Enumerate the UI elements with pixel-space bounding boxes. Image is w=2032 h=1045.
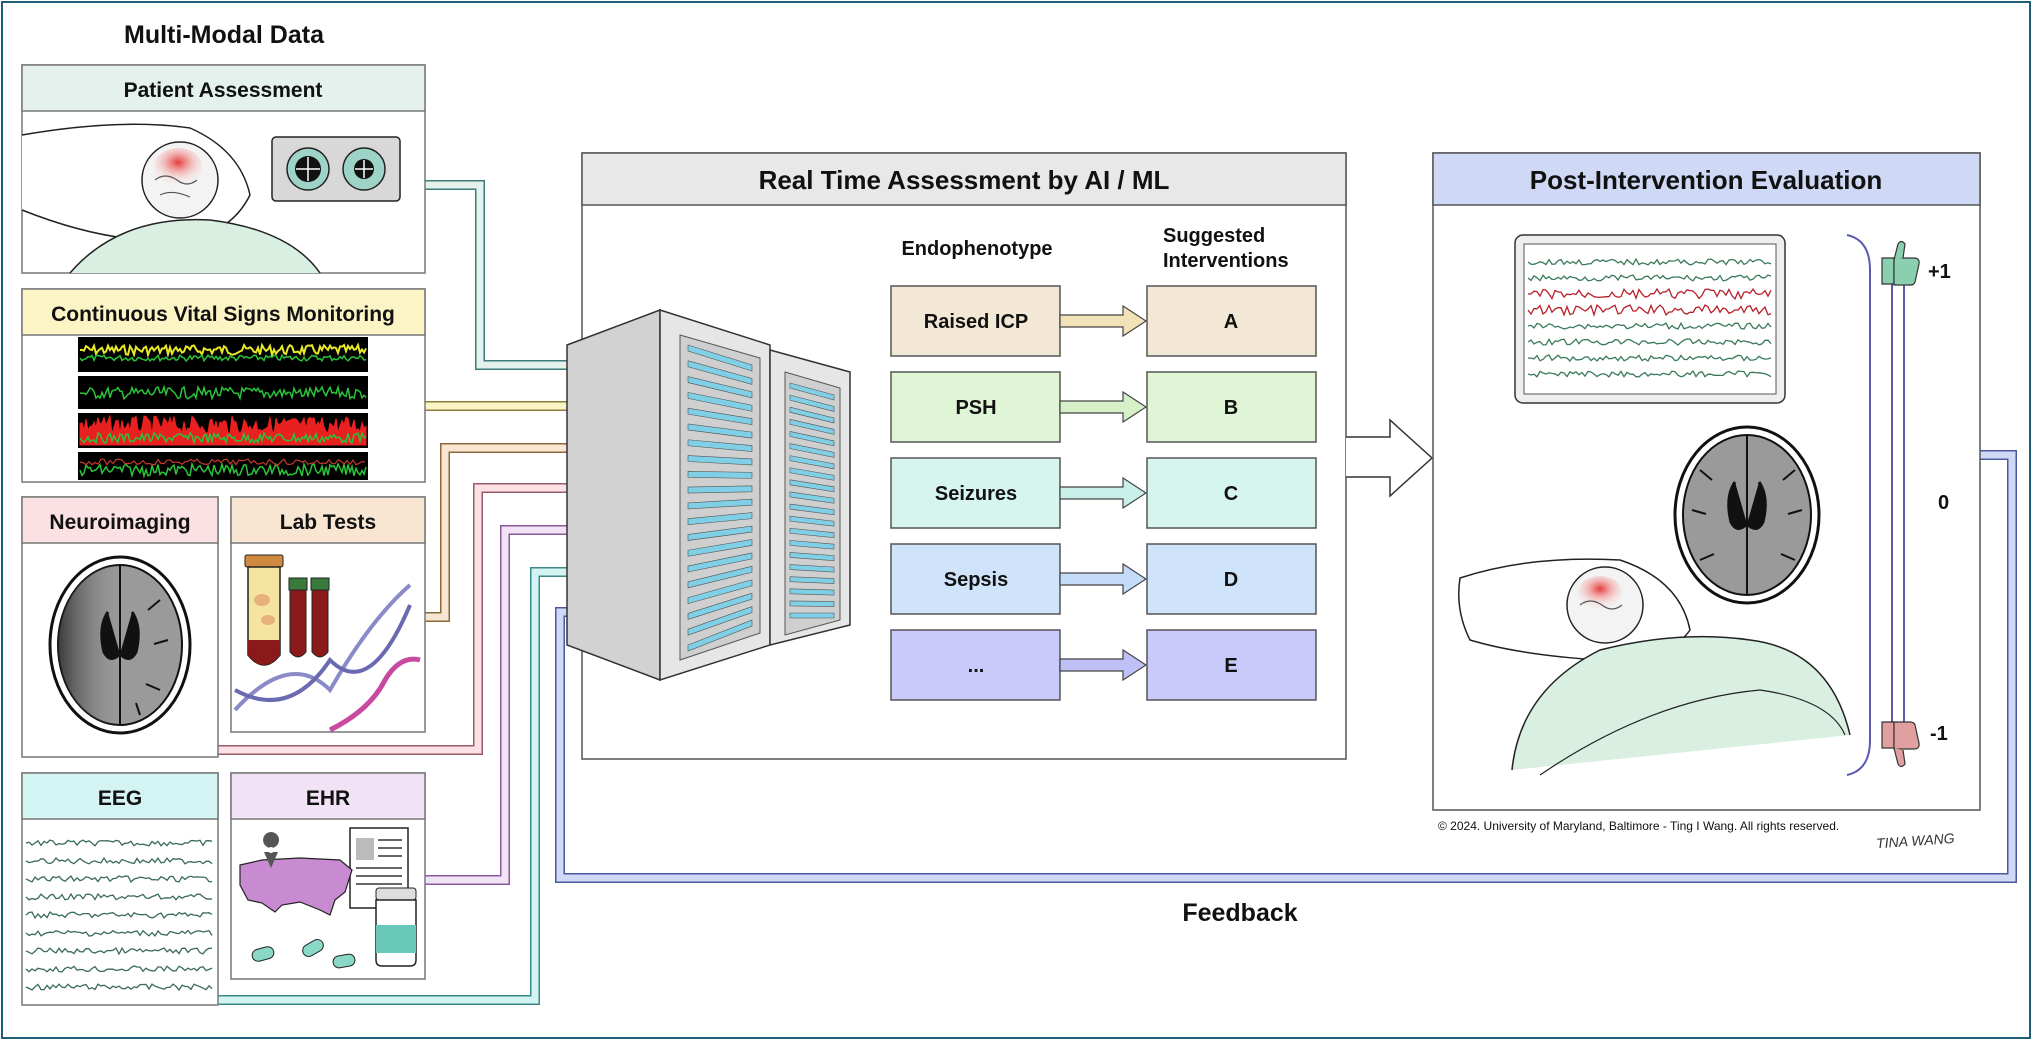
eeg-panel: EEG: [21, 772, 219, 1006]
endophenotype-row: ... E: [890, 629, 1317, 701]
row-arrow: [1059, 390, 1148, 424]
endophenotype-row: Raised ICP A: [890, 285, 1317, 357]
intervention-box: [1146, 629, 1317, 701]
endophenotype-row: PSH B: [890, 371, 1317, 443]
endophenotype-label: Raised ICP: [924, 311, 1028, 333]
intervention-label: B: [1224, 397, 1238, 419]
interventions-header-line2: Interventions: [1163, 250, 1289, 272]
feedback-label: Feedback: [1182, 899, 1297, 927]
brain-scan-icon: [48, 555, 192, 735]
copyright-text: © 2024. University of Maryland, Baltimor…: [1438, 819, 1839, 833]
thumbs-up-icon: [1881, 240, 1920, 286]
intervention-box: [1146, 543, 1317, 615]
eeg-monitor-icon: [1514, 234, 1786, 404]
patient-assessment-panel: Patient Assessment: [21, 64, 426, 274]
lab-tests-panel: Lab Tests: [230, 496, 426, 733]
scale-mid-label: 0: [1938, 492, 1949, 514]
interventions-header-line1: Suggested: [1163, 225, 1265, 247]
thumbs-down-icon: [1881, 721, 1920, 768]
endophenotype-row: Sepsis D: [890, 543, 1317, 615]
output-arrow: [1346, 418, 1434, 498]
test-tubes-icon: [244, 554, 330, 666]
ehr-panel: EHR: [230, 772, 426, 980]
endophenotype-header: Endophenotype: [901, 238, 1052, 260]
endophenotype-label: ...: [968, 655, 985, 677]
row-arrow: [1059, 562, 1148, 596]
endophenotype-box: [890, 543, 1061, 615]
rating-scale: +1 0 -1: [1846, 234, 1951, 776]
post-evaluation-panel: Post-Intervention Evaluation: [1432, 152, 1981, 811]
intervention-box: [1146, 457, 1317, 529]
neuroimaging-label: Neuroimaging: [49, 511, 190, 534]
endophenotype-rows: Raised ICP A PSH B Seizures C Sepsis D... E: [890, 285, 1317, 701]
vital-signs-label: Continuous Vital Signs Monitoring: [51, 303, 395, 326]
intervention-box: [1146, 371, 1317, 443]
ehr-label: EHR: [306, 787, 350, 810]
patient-in-bed-icon-post: [1458, 558, 1851, 776]
scale-bottom-label: -1: [1930, 723, 1948, 745]
multimodal-title: Multi-Modal Data: [124, 21, 325, 49]
pupils-icon: [271, 136, 401, 202]
lab-tests-label: Lab Tests: [280, 511, 376, 534]
intervention-label: E: [1224, 655, 1237, 677]
endophenotype-label: Sepsis: [944, 569, 1008, 591]
post-title: Post-Intervention Evaluation: [1530, 165, 1883, 195]
endophenotype-label: PSH: [955, 397, 996, 419]
eeg-label: EEG: [98, 787, 142, 810]
intervention-label: D: [1224, 569, 1238, 591]
row-arrow: [1059, 648, 1148, 682]
intervention-box: [1146, 285, 1317, 357]
endophenotype-row: Seizures C: [890, 457, 1317, 529]
neuroimaging-panel: Neuroimaging: [21, 496, 219, 758]
vital-signs-panel: Continuous Vital Signs Monitoring: [21, 288, 426, 483]
server-rack-icon: [566, 308, 851, 682]
ehr-icon: [239, 827, 417, 969]
signature: TINA WANG: [1876, 830, 1956, 851]
intervention-label: A: [1224, 311, 1238, 333]
eeg-traces: [25, 839, 213, 992]
brain-scan-icon-post: [1673, 425, 1821, 605]
endophenotype-box: [890, 457, 1061, 529]
vital-signs-traces: [78, 337, 368, 480]
row-arrow: [1059, 476, 1148, 510]
dna-icon: [233, 583, 421, 733]
scale-top-label: +1: [1928, 261, 1951, 283]
realtime-title: Real Time Assessment by AI / ML: [759, 165, 1170, 195]
endophenotype-box: [890, 629, 1061, 701]
endophenotype-box: [890, 371, 1061, 443]
patient-in-bed-icon: [21, 123, 321, 274]
intervention-label: C: [1224, 483, 1238, 505]
endophenotype-label: Seizures: [935, 483, 1017, 505]
row-arrow: [1059, 304, 1148, 338]
patient-assessment-label: Patient Assessment: [124, 79, 323, 102]
